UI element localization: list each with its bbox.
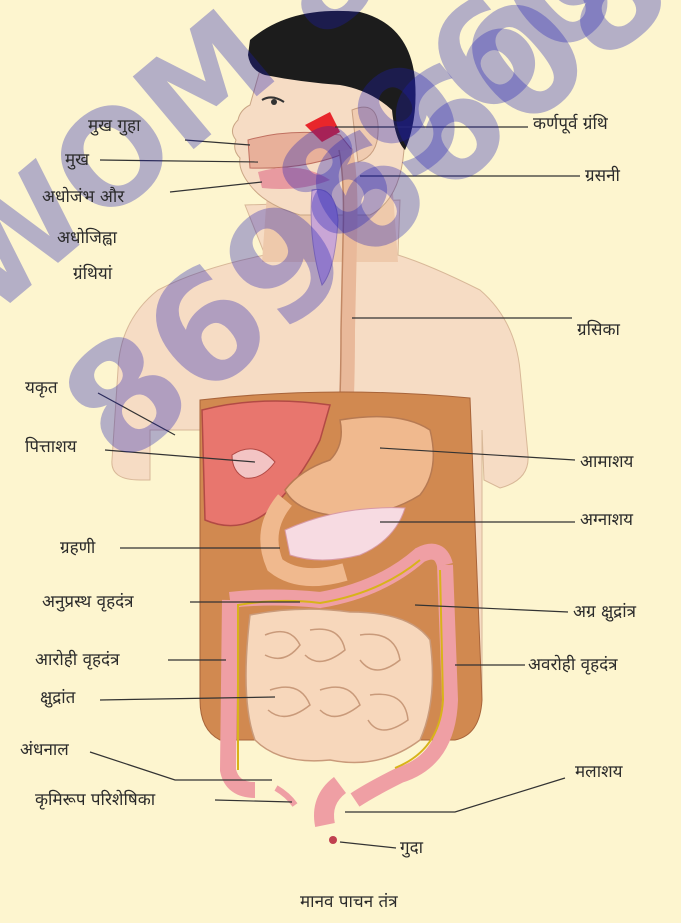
label-duodenum: ग्रहणी [60, 538, 95, 558]
leader-caecum [90, 752, 272, 780]
appendix-shape [276, 788, 295, 805]
label-mouth-cavity: मुख गुहा [88, 116, 140, 136]
label-transverse-colon: अनुप्रस्थ वृहदंत्र [42, 592, 134, 612]
label-jejunum: अग्र क्षुद्रांत्र [573, 602, 636, 622]
label-stomach: आमाशय [580, 452, 633, 472]
anus-shape [329, 836, 337, 844]
leader-anus [340, 842, 396, 848]
label-ascending-colon: आरोही वृहदंत्र [35, 650, 119, 670]
label-liver: यकृत [25, 378, 58, 398]
label-mouth: मुख [65, 150, 89, 170]
label-small-intestine: क्षुद्रांत [40, 688, 75, 708]
label-rectum: मलाशय [575, 762, 623, 782]
label-caecum: अंधनाल [20, 740, 69, 760]
rectum-shape [324, 785, 340, 825]
label-appendix: कृमिरूप परिशेषिका [35, 790, 155, 810]
label-sublingual-2: अधोजिह्वा [57, 228, 117, 248]
label-pancreas: अग्नाशय [580, 510, 633, 530]
label-esophagus: ग्रसिका [577, 320, 620, 340]
label-sublingual-1: अधोजंभ और [42, 187, 124, 207]
label-pharynx: ग्रसनी [585, 166, 620, 186]
label-sublingual-3: ग्रंथियां [73, 264, 112, 284]
label-gallbladder: पित्ताशय [25, 437, 77, 457]
label-descending-colon: अवरोही वृहदंत्र [528, 655, 618, 675]
leader-appendix [215, 800, 292, 802]
label-anus: गुदा [400, 838, 423, 858]
label-parotid-gland: कर्णपूर्व ग्रंथि [533, 114, 608, 134]
diagram-caption: मानव पाचन तंत्र [300, 892, 398, 912]
